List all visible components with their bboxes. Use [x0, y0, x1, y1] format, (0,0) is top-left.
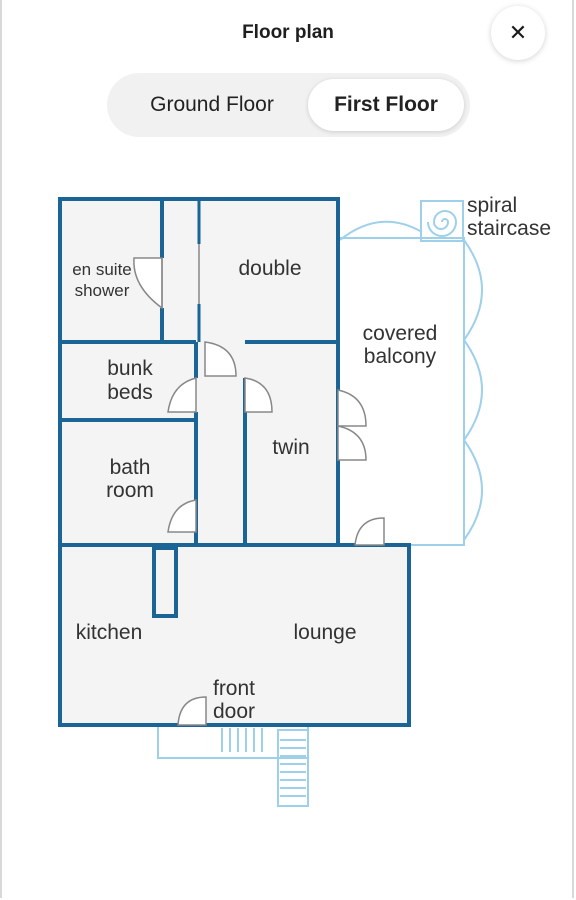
label-double: double: [238, 257, 301, 280]
label-front-door-line2: door: [213, 700, 255, 723]
label-twin: twin: [272, 436, 309, 459]
tab-first-floor[interactable]: First Floor: [308, 79, 464, 131]
label-balcony-line1: covered: [363, 322, 438, 345]
label-bath-line1: bath: [110, 456, 151, 479]
label-en-suite-line2: shower: [75, 281, 130, 300]
spiral-staircase-icon: [420, 200, 464, 242]
label-kitchen: kitchen: [76, 621, 143, 644]
page-title: Floor plan: [242, 22, 334, 43]
doors: [133, 244, 385, 726]
room-labels: en suite shower double bunk beds bath ro…: [72, 194, 551, 723]
label-front-door-line1: front: [213, 677, 255, 700]
close-icon: ✕: [508, 20, 528, 45]
tab-ground-floor[interactable]: Ground Floor: [150, 93, 274, 116]
label-lounge: lounge: [293, 621, 356, 644]
label-en-suite-line1: en suite: [72, 260, 132, 279]
label-bath-line2: room: [106, 479, 154, 502]
label-bunk-line1: bunk: [107, 357, 153, 380]
label-balcony-line2: balcony: [364, 345, 437, 368]
label-bunk-line2: beds: [107, 381, 153, 404]
floor-selector: Ground Floor First Floor: [107, 73, 470, 137]
label-spiral-line1: spiral: [467, 194, 517, 217]
label-spiral-line2: staircase: [467, 217, 551, 240]
close-button[interactable]: ✕: [491, 6, 545, 60]
